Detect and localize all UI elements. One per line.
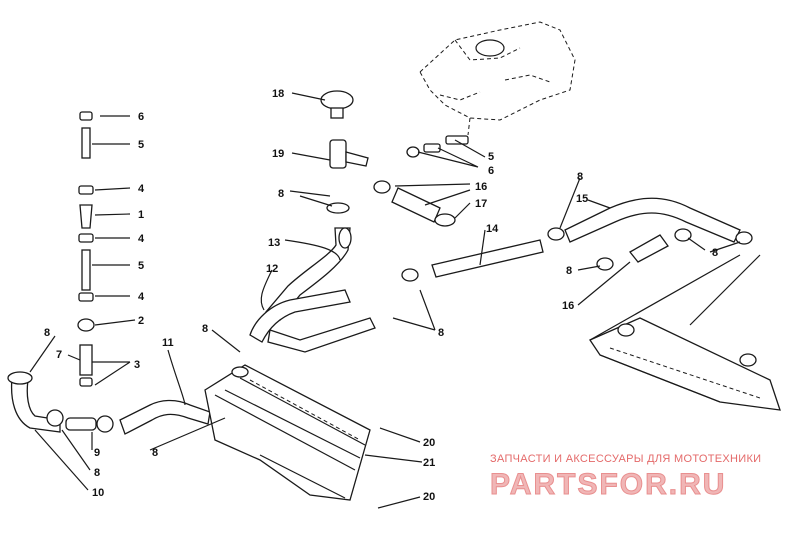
filler-neck [320,90,369,214]
callout-20: 20 [423,491,435,503]
callout-16: 16 [562,300,574,312]
top-fittings [406,135,469,158]
hose-16-upper [373,180,456,227]
watermark-brand: PARTSFOR.RU [490,468,726,501]
callout-6: 6 [138,111,144,123]
tube-14 [401,227,565,282]
callout-5: 5 [138,260,144,272]
callout-12: 12 [266,263,278,275]
engine-outline [419,21,576,136]
callout-11: 11 [162,337,174,349]
callout-8: 8 [577,171,583,183]
left-hose-stack [77,111,95,387]
callout-4: 4 [138,183,145,195]
callout-9: 9 [94,447,100,459]
callout-17: 17 [475,198,487,210]
callout-13: 13 [268,237,280,249]
callout-8: 8 [278,188,284,200]
callout-8: 8 [152,447,158,459]
callout-16: 16 [475,181,487,193]
callout-8: 8 [94,467,100,479]
heat-exchanger [589,254,781,411]
callout-2: 2 [138,315,144,327]
right-hoses [564,197,753,271]
callout-8: 8 [438,327,444,339]
callout-8: 8 [202,323,208,335]
callout-20: 20 [423,437,435,449]
callout-21: 21 [423,457,435,469]
bottom-left-hoses [7,371,234,435]
leader-lines [29,92,741,509]
callout-1: 1 [138,209,144,221]
callout-5: 5 [488,151,494,163]
callout-7: 7 [56,349,62,361]
callout-6: 6 [488,165,494,177]
callout-15: 15 [576,193,588,205]
callout-18: 18 [272,88,284,100]
callout-19: 19 [272,148,284,160]
callout-5: 5 [138,139,144,151]
callout-4: 4 [138,233,145,245]
radiator [204,364,371,501]
callout-10: 10 [92,487,104,499]
callout-8: 8 [712,247,718,259]
callout-14: 14 [486,223,499,235]
callout-8: 8 [44,327,50,339]
watermark: ЗАПЧАСТИ И АКСЕССУАРЫ ДЛЯ МОТОТЕХНИКИ PA… [490,453,762,502]
callout-8: 8 [566,265,572,277]
watermark-tagline: ЗАПЧАСТИ И АКСЕССУАРЫ ДЛЯ МОТОТЕХНИКИ [490,453,761,465]
callout-3: 3 [134,359,140,371]
callout-labels: 6 5 4 1 4 5 4 2 3 7 8 9 8 10 11 8 8 12 1… [44,88,718,503]
center-hoses [249,227,376,353]
callout-4: 4 [138,291,145,303]
